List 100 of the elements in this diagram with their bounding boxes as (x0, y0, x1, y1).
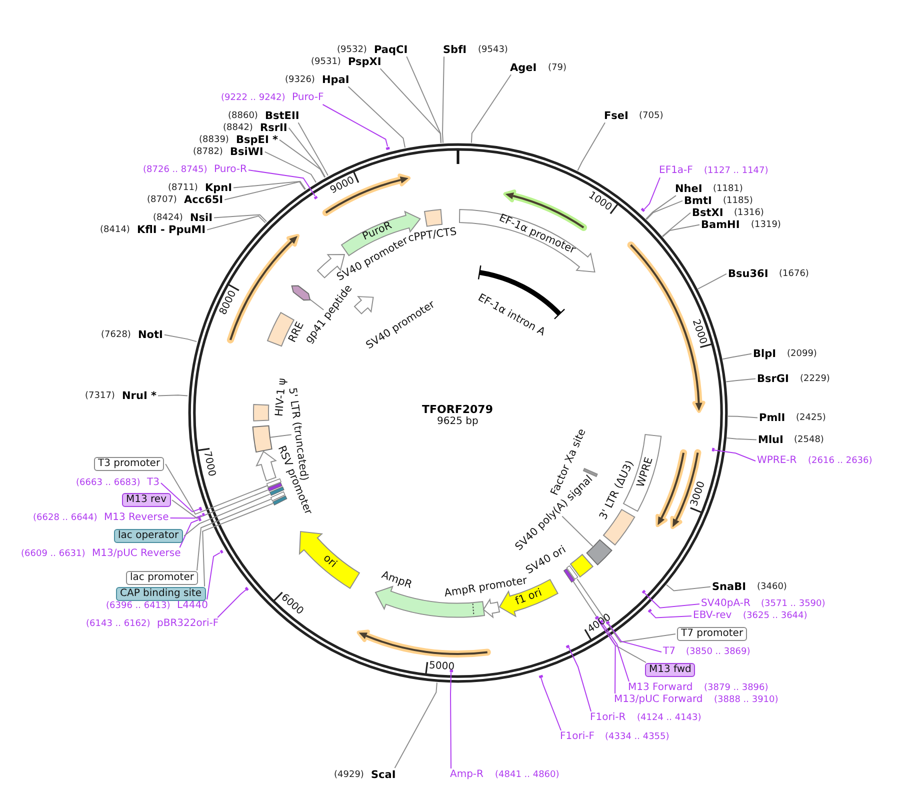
cut-position: (9543) (478, 45, 508, 56)
feature-tag: T3 promoter (94, 457, 164, 471)
feature-mark-icon (566, 565, 580, 580)
enzyme-name: PmlI (759, 412, 786, 424)
leader-line (224, 181, 306, 200)
enzyme-name: NsiI (190, 212, 213, 224)
leader-line (726, 438, 757, 440)
feature-tag: M13 rev (122, 493, 170, 507)
cut-position: (9531) (311, 57, 341, 68)
leader-line (597, 618, 616, 694)
leader-line (158, 394, 188, 396)
cut-position: (2548) (794, 435, 824, 446)
primer-name: L4440 (177, 600, 208, 612)
cut-position: (7317) (85, 391, 115, 402)
primer-name: M13/pUC Reverse (92, 548, 181, 560)
leader-line (288, 127, 326, 178)
cut-position: (1319) (751, 220, 781, 231)
primer-name: F1ori-F (560, 731, 594, 743)
primer-name: SV40pA-R (701, 598, 750, 610)
leader-line (172, 489, 269, 519)
enzyme-name: MluI (758, 434, 784, 446)
primer-mark-icon (646, 608, 652, 614)
enzyme-name: BstEII (265, 110, 300, 122)
leader-line (179, 519, 199, 548)
leader-line (572, 581, 646, 663)
leader-line (322, 104, 388, 148)
primer-range: (6396 .. 6413) (106, 601, 170, 612)
enzyme-name: NheI (675, 182, 702, 196)
enzyme-name: HpaI (322, 74, 350, 86)
primer-mark-icon (640, 207, 646, 214)
primer-name: T7 (663, 646, 676, 658)
feature-label: cPPT/CTS (408, 226, 458, 246)
enzyme-name: BspEI * (236, 134, 278, 146)
scale-label: 9000 (328, 175, 357, 198)
primer-range: (4841 .. 4860) (495, 770, 560, 781)
leader-line (264, 151, 317, 183)
leader-line (602, 622, 630, 682)
primer-range: (3571 .. 3590) (761, 599, 826, 610)
primer-mark-icon (605, 620, 611, 626)
primer-mark-icon (198, 506, 204, 512)
primer-name: M13/pUC Forward (614, 694, 703, 706)
enzyme-name: PspXI (348, 56, 382, 68)
primer-name: T3 (147, 477, 160, 489)
primer-range: (3850 .. 3869) (686, 647, 750, 658)
leader-line (348, 86, 406, 148)
scale-label: 5000 (429, 660, 456, 674)
cut-position: (9532) (337, 45, 367, 56)
enzyme-name: SbfI (443, 44, 467, 56)
cut-position: (2425) (796, 413, 826, 424)
leader-line (562, 516, 594, 547)
plasmid-length: 9625 bp (437, 416, 478, 428)
feature-mark-icon (270, 490, 286, 502)
feature-tag: lac operator (114, 529, 183, 543)
leader-line (279, 139, 326, 178)
leader-line (450, 672, 452, 769)
primer-mark-icon (196, 516, 202, 522)
feature-box (252, 425, 273, 454)
leader-line (726, 378, 756, 382)
primer-name: Puro-R (214, 164, 247, 176)
leader-line (298, 122, 328, 176)
feature-mark-icon (562, 568, 576, 583)
leader-line (202, 502, 274, 587)
leader-line (217, 589, 247, 618)
enzyme-name: BstXI (692, 206, 724, 220)
primer-range: (4124 .. 4143) (637, 713, 702, 724)
scale-label: 3000 (688, 480, 708, 508)
leader-line (394, 682, 438, 768)
leader-line (644, 592, 700, 608)
feature-label: WPRE (634, 456, 656, 489)
primer-mark-icon (244, 586, 250, 592)
cut-position: (8707) (147, 195, 177, 206)
cut-position: (8414) (100, 225, 130, 236)
leader-line (170, 514, 202, 519)
enzyme-name: SnaBI (712, 580, 746, 594)
primer-mark-icon (218, 549, 224, 555)
enzyme-name: BlpI (753, 348, 776, 360)
feature-tag: lac promoter (126, 571, 198, 585)
leader-line (697, 273, 727, 290)
feature-label: ori (320, 552, 340, 571)
enzyme-name: BsiWI (230, 146, 264, 158)
feature-mark-icon (266, 478, 282, 488)
feature-label: AmpR (379, 568, 414, 592)
feature-mark-icon (291, 284, 311, 300)
primer-name: M13 Forward (628, 682, 693, 694)
cut-position: (2229) (800, 374, 830, 385)
leader-line (442, 56, 444, 144)
primer-range: (3625 .. 3644) (743, 611, 808, 622)
primer-name: Puro-F (292, 92, 324, 104)
scale-label: 8000 (218, 288, 240, 317)
primer-range: (6143 .. 6162) (86, 619, 150, 630)
primer-range: (6609 .. 6631) (21, 549, 86, 560)
leader-line (270, 434, 292, 438)
primer-mark-icon (565, 644, 571, 649)
cut-position: (8424) (153, 213, 183, 224)
primer-name: M13 Reverse (104, 512, 169, 524)
feature-label: HIV-1 ψ (273, 378, 289, 418)
scale-label: 2000 (688, 318, 708, 346)
primer-name: pBR322ori-F (157, 618, 219, 630)
primer-range: (4334 .. 4355) (605, 732, 670, 743)
enzyme-name: ScaI (371, 768, 396, 782)
